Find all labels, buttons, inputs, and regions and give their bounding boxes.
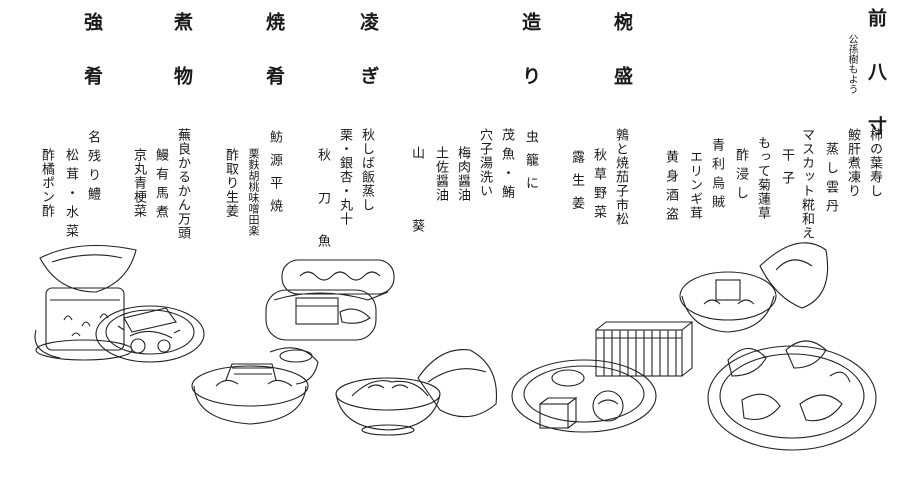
shinogi-item-3: 秋刀魚 — [315, 148, 330, 277]
zensun-item-5: 干子 — [779, 148, 794, 194]
section-title-yakizakana: 焼肴 — [263, 12, 285, 120]
shinogi-item-2: 栗・銀杏・丸十 — [337, 128, 352, 226]
nimono-item-3: 京丸青梗菜 — [131, 148, 146, 218]
zensun-item-3: 蒸し雲丹 — [823, 142, 838, 218]
tsukuri-item-1: 虫籠に — [523, 130, 538, 199]
shiizakana-item-2: 松茸・水菜 — [63, 148, 78, 243]
wanmori-item-1: 鶉と焼茄子市松 — [613, 128, 628, 226]
oblong-box-illustration — [265, 259, 395, 341]
zensun-item-6: もって菊蓮草 — [755, 136, 770, 220]
section-title-wanmori: 椀盛 — [611, 12, 633, 120]
insect-cage-plate-illustration — [511, 321, 694, 433]
yakizakana-item-1: 魴源平焼 — [267, 130, 282, 222]
zensun-item-7: 酢浸し — [733, 148, 748, 205]
lidded-bowl-illustration — [191, 347, 319, 425]
zensun-item-2: 鮟肝煮凍り — [845, 128, 860, 198]
tsukuri-item-5: 土佐醤油 — [433, 146, 448, 202]
shinogi-item-1: 秋しば飯蒸し — [359, 128, 374, 212]
section-title-tsukuri: 造り — [519, 12, 541, 120]
open-lid-bowl-illustration — [335, 349, 498, 436]
section-title-nimono: 煮物 — [171, 12, 193, 120]
wanmori-item-2: 秋草野菜 — [591, 148, 606, 224]
zensun-item-4: マスカット糀和え — [799, 128, 814, 240]
zensun-item-8: 青利烏賊 — [709, 138, 724, 214]
shiizakana-item-3: 酢橘ポン酢 — [39, 148, 54, 218]
cup-and-platter-illustration — [679, 242, 877, 451]
section-title-zensun: 前八寸 — [865, 8, 887, 170]
tsukuri-item-4: 梅肉醤油 — [455, 146, 470, 202]
yakizakana-item-2: 栗麩胡桃味噌田楽 — [247, 148, 260, 236]
zensun-item-10: 黄身酒盗 — [663, 150, 678, 226]
wanmori-item-3: 露生姜 — [569, 150, 584, 219]
section-title-shinogi: 凌ぎ — [357, 12, 379, 120]
yakizakana-item-3: 酢取り生姜 — [223, 148, 238, 218]
zensun-item-9: エリンギ茸 — [687, 150, 702, 220]
tsukuri-item-6: 山葵 — [409, 146, 424, 292]
section-title-shiizakana: 強肴 — [81, 12, 103, 120]
pot-on-brazier-illustration — [34, 244, 205, 363]
tsukuri-item-2: 茂魚・鮪 — [499, 128, 514, 204]
shiizakana-item-1: 名残り鱧 — [85, 130, 100, 206]
section-subtitle-zensun: 公孫樹もよう — [846, 34, 857, 94]
nimono-item-2: 鰻有馬煮 — [153, 148, 168, 224]
nimono-item-1: 蕪良かるかん万頭 — [175, 128, 190, 240]
tsukuri-item-3: 穴子湯洗い — [477, 128, 492, 198]
zensun-item-1: 柿の葉寿し — [867, 128, 882, 198]
